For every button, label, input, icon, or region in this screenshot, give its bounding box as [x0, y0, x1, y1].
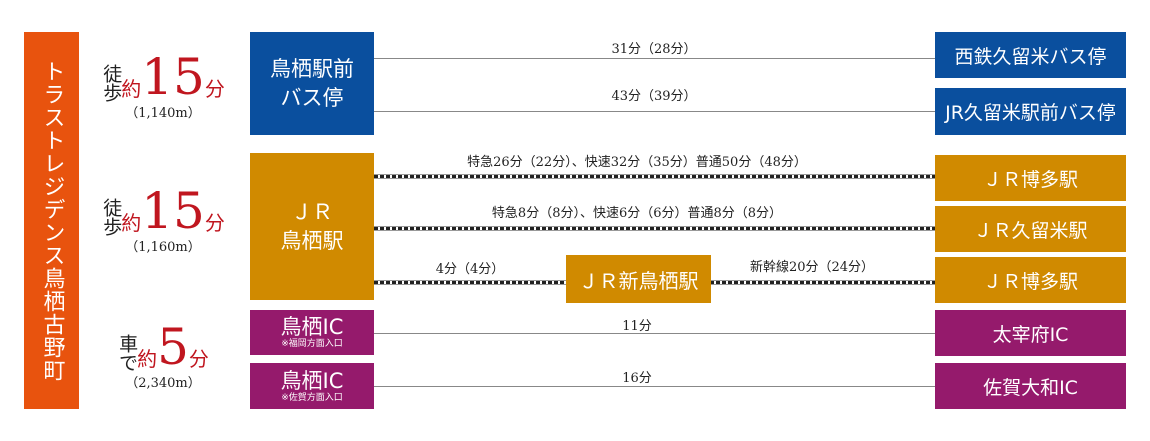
rail-line: [374, 226, 935, 231]
origin-name: 鳥栖IC: [280, 315, 344, 339]
destination: ＪＲ博多駅: [935, 257, 1126, 303]
destination: 太宰府IC: [935, 310, 1126, 356]
route-time: 31分（28分）: [611, 42, 697, 57]
route-time: 4分（4分）: [435, 262, 505, 277]
destination: ＪＲ博多駅: [935, 155, 1126, 201]
approx-label: 約: [121, 211, 142, 235]
walk-to-jr: 徒歩約15分 （1,160m）: [88, 186, 238, 255]
unit: 分: [204, 211, 225, 235]
destination: 佐賀大和IC: [935, 363, 1126, 409]
walk-to-bus: 徒歩約15分 （1,140m）: [88, 52, 238, 121]
route-line: [374, 333, 935, 334]
property-title: トラストレジデンス鳥栖古野町: [24, 32, 79, 409]
origin-name: 鳥栖駅前: [270, 56, 354, 81]
rail-line: [374, 174, 935, 179]
destination: 西鉄久留米バス停: [935, 32, 1126, 78]
car-to-ic: 車で約5分 （2,340m）: [88, 322, 238, 391]
origin-note: ※佐賀方面入口: [281, 392, 343, 403]
approx-label: 約: [121, 77, 142, 101]
via-shin-tosu: ＪＲ新鳥栖駅: [566, 255, 711, 303]
route-time: 特急8分（8分）、快速6分（6分）普通8分（8分）: [491, 206, 783, 221]
destination: ＪＲ久留米駅: [935, 206, 1126, 252]
minutes: 15: [141, 182, 205, 240]
unit: 分: [204, 77, 225, 101]
distance: （1,160m）: [125, 240, 201, 255]
route-time: 11分: [622, 319, 652, 334]
minutes: 15: [141, 48, 205, 106]
origin-note: ※福岡方面入口: [281, 339, 343, 349]
destination: JR久留米駅前バス停: [935, 88, 1126, 135]
route-time: 16分: [622, 371, 652, 386]
route-time: 新幹線20分（24分）: [749, 260, 875, 275]
origin-name: バス停: [280, 85, 344, 110]
origin-name: ＪＲ: [291, 199, 333, 224]
origin-jr-station: ＪＲ 鳥栖駅: [250, 153, 374, 300]
origin-bus-stop: 鳥栖駅前バス停: [250, 32, 374, 135]
origin-name: 鳥栖IC: [280, 368, 344, 393]
mode-label: 車で: [116, 334, 139, 372]
origin-ic-saga: 鳥栖IC※佐賀方面入口: [250, 363, 374, 409]
origin-ic-fukuoka: 鳥栖IC※福岡方面入口: [250, 310, 374, 355]
minutes: 5: [157, 318, 189, 376]
route-line: [374, 58, 935, 59]
route-time: 特急26分（22分）、快速32分（35分）普通50分（48分）: [467, 155, 807, 170]
origin-name: 鳥栖駅: [280, 228, 344, 253]
unit: 分: [188, 347, 209, 371]
distance: （1,140m）: [125, 106, 201, 121]
route-line: [374, 386, 935, 387]
route-time: 43分（39分）: [611, 89, 697, 104]
route-line: [374, 111, 935, 112]
mode-label: 徒歩: [100, 198, 123, 236]
mode-label: 徒歩: [100, 64, 123, 102]
approx-label: 約: [137, 347, 158, 371]
distance: （2,340m）: [125, 376, 201, 391]
